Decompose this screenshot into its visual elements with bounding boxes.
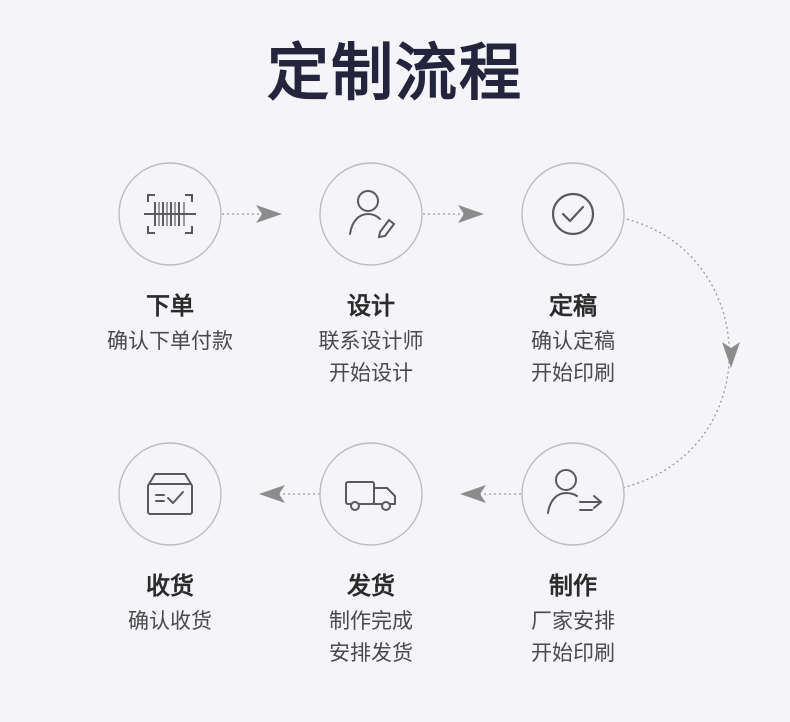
step-desc-ship-line2: 安排发货 bbox=[329, 641, 413, 665]
step-desc-design-line2: 开始设计 bbox=[329, 361, 413, 385]
arrow-2-3 bbox=[458, 205, 484, 223]
step-3-node bbox=[521, 162, 625, 266]
step-2-node bbox=[319, 162, 423, 266]
step-desc-finalize-line1: 确认定稿 bbox=[531, 329, 615, 353]
step-4-node bbox=[521, 442, 625, 546]
arrow-4-5 bbox=[460, 485, 486, 503]
step-title-finalize: 定稿 bbox=[549, 292, 597, 320]
arrow-3-4 bbox=[722, 342, 740, 368]
package-check-icon bbox=[147, 473, 193, 515]
user-arrow-icon bbox=[547, 469, 603, 514]
step-title-ship: 发货 bbox=[347, 572, 395, 600]
step-title-order: 下单 bbox=[146, 292, 194, 320]
step-5-node bbox=[319, 442, 423, 546]
step-desc-finalize-line2: 开始印刷 bbox=[531, 361, 615, 385]
designer-icon bbox=[349, 190, 396, 239]
step-1-node bbox=[118, 162, 222, 266]
connector-3-4 bbox=[621, 217, 730, 489]
arrow-5-6 bbox=[259, 485, 285, 503]
step-title-receive: 收货 bbox=[146, 572, 194, 600]
step-desc-produce-line2: 开始印刷 bbox=[531, 641, 615, 665]
step-6-node bbox=[118, 442, 222, 546]
barcode-icon bbox=[144, 194, 196, 234]
step-desc-ship-line1: 制作完成 bbox=[329, 609, 413, 633]
step-title-produce: 制作 bbox=[549, 572, 597, 600]
step-desc-design-line1: 联系设计师 bbox=[318, 329, 424, 353]
truck-icon bbox=[345, 481, 396, 511]
page-title: 定制流程 bbox=[266, 36, 523, 109]
step-desc-produce-line1: 厂家安排 bbox=[531, 609, 615, 633]
arrow-1-2 bbox=[256, 205, 282, 223]
step-desc-order-line1: 确认下单付款 bbox=[107, 329, 233, 353]
check-circle-icon bbox=[551, 192, 595, 236]
step-title-design: 设计 bbox=[347, 292, 395, 320]
step-desc-receive-line1: 确认收货 bbox=[128, 609, 212, 633]
